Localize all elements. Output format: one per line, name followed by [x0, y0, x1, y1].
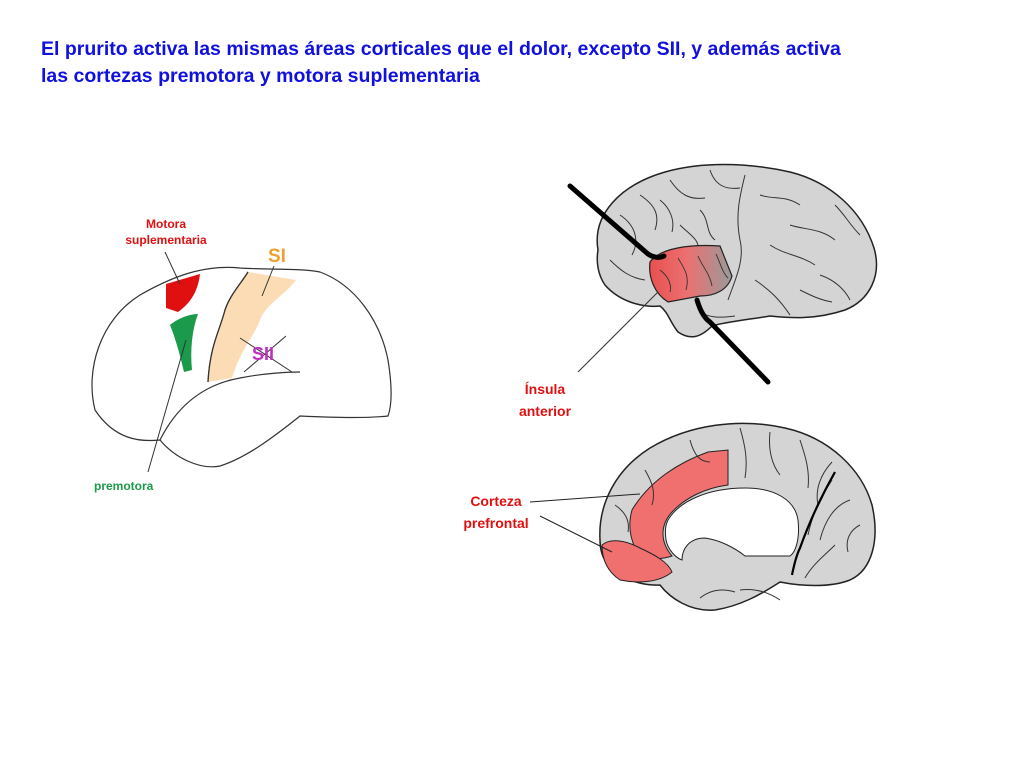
medial-brain-diagram: Corteza prefrontal: [463, 422, 876, 611]
insula-brain-diagram: Ínsula anterior: [519, 163, 878, 419]
prefrontal-leader-line-a: [529, 493, 641, 503]
medial-brain-gyri: [614, 427, 861, 601]
sii-cross-line-b: [243, 335, 287, 373]
insula-label-line-1: Ínsula: [525, 381, 566, 397]
insula-label-line-2: anterior: [519, 403, 572, 419]
motora-label-line-1: Motora: [146, 217, 186, 231]
motora-label-line-2: suplementaria: [125, 233, 207, 247]
lateral-sulcus-line: [159, 371, 301, 441]
parieto-occipital-sulcus: [790, 471, 836, 576]
central-sulcus-overlay: [207, 271, 249, 383]
motora-suplementaria-region: [166, 274, 200, 312]
sii-label: SII: [252, 344, 274, 364]
sii-cross-line-a: [239, 337, 293, 373]
prefrontal-label-line-2: prefrontal: [463, 515, 528, 531]
prefrontal-label-line-1: Corteza: [470, 493, 522, 509]
motora-leader-line: [164, 251, 181, 285]
insula-leader-line: [577, 291, 659, 373]
premotora-region: [170, 314, 198, 372]
insula-sulci: [659, 253, 729, 293]
orbitofrontal-red-region: [601, 540, 673, 583]
prefrontal-leader-line-b: [539, 515, 613, 553]
si-leader-line: [261, 265, 275, 297]
premotora-label: premotora: [94, 479, 154, 493]
corpus-callosum-white: [664, 487, 799, 561]
slide-title: El prurito activa las mismas áreas corti…: [41, 36, 1001, 90]
lateral-brain-outline: [91, 266, 392, 468]
lateral-brain-diagram: Motora suplementaria SI SII premotora: [91, 217, 392, 493]
upper-cut-bar: [567, 183, 667, 260]
si-label: SI: [268, 246, 286, 267]
premotora-leader-line: [147, 339, 187, 473]
title-line-2: las cortezas premotora y motora suplemen…: [41, 65, 480, 87]
insula-brain-gyri: [609, 169, 861, 318]
title-line-1: El prurito activa las mismas áreas corti…: [41, 38, 841, 60]
lower-cut-bar: [694, 297, 771, 385]
